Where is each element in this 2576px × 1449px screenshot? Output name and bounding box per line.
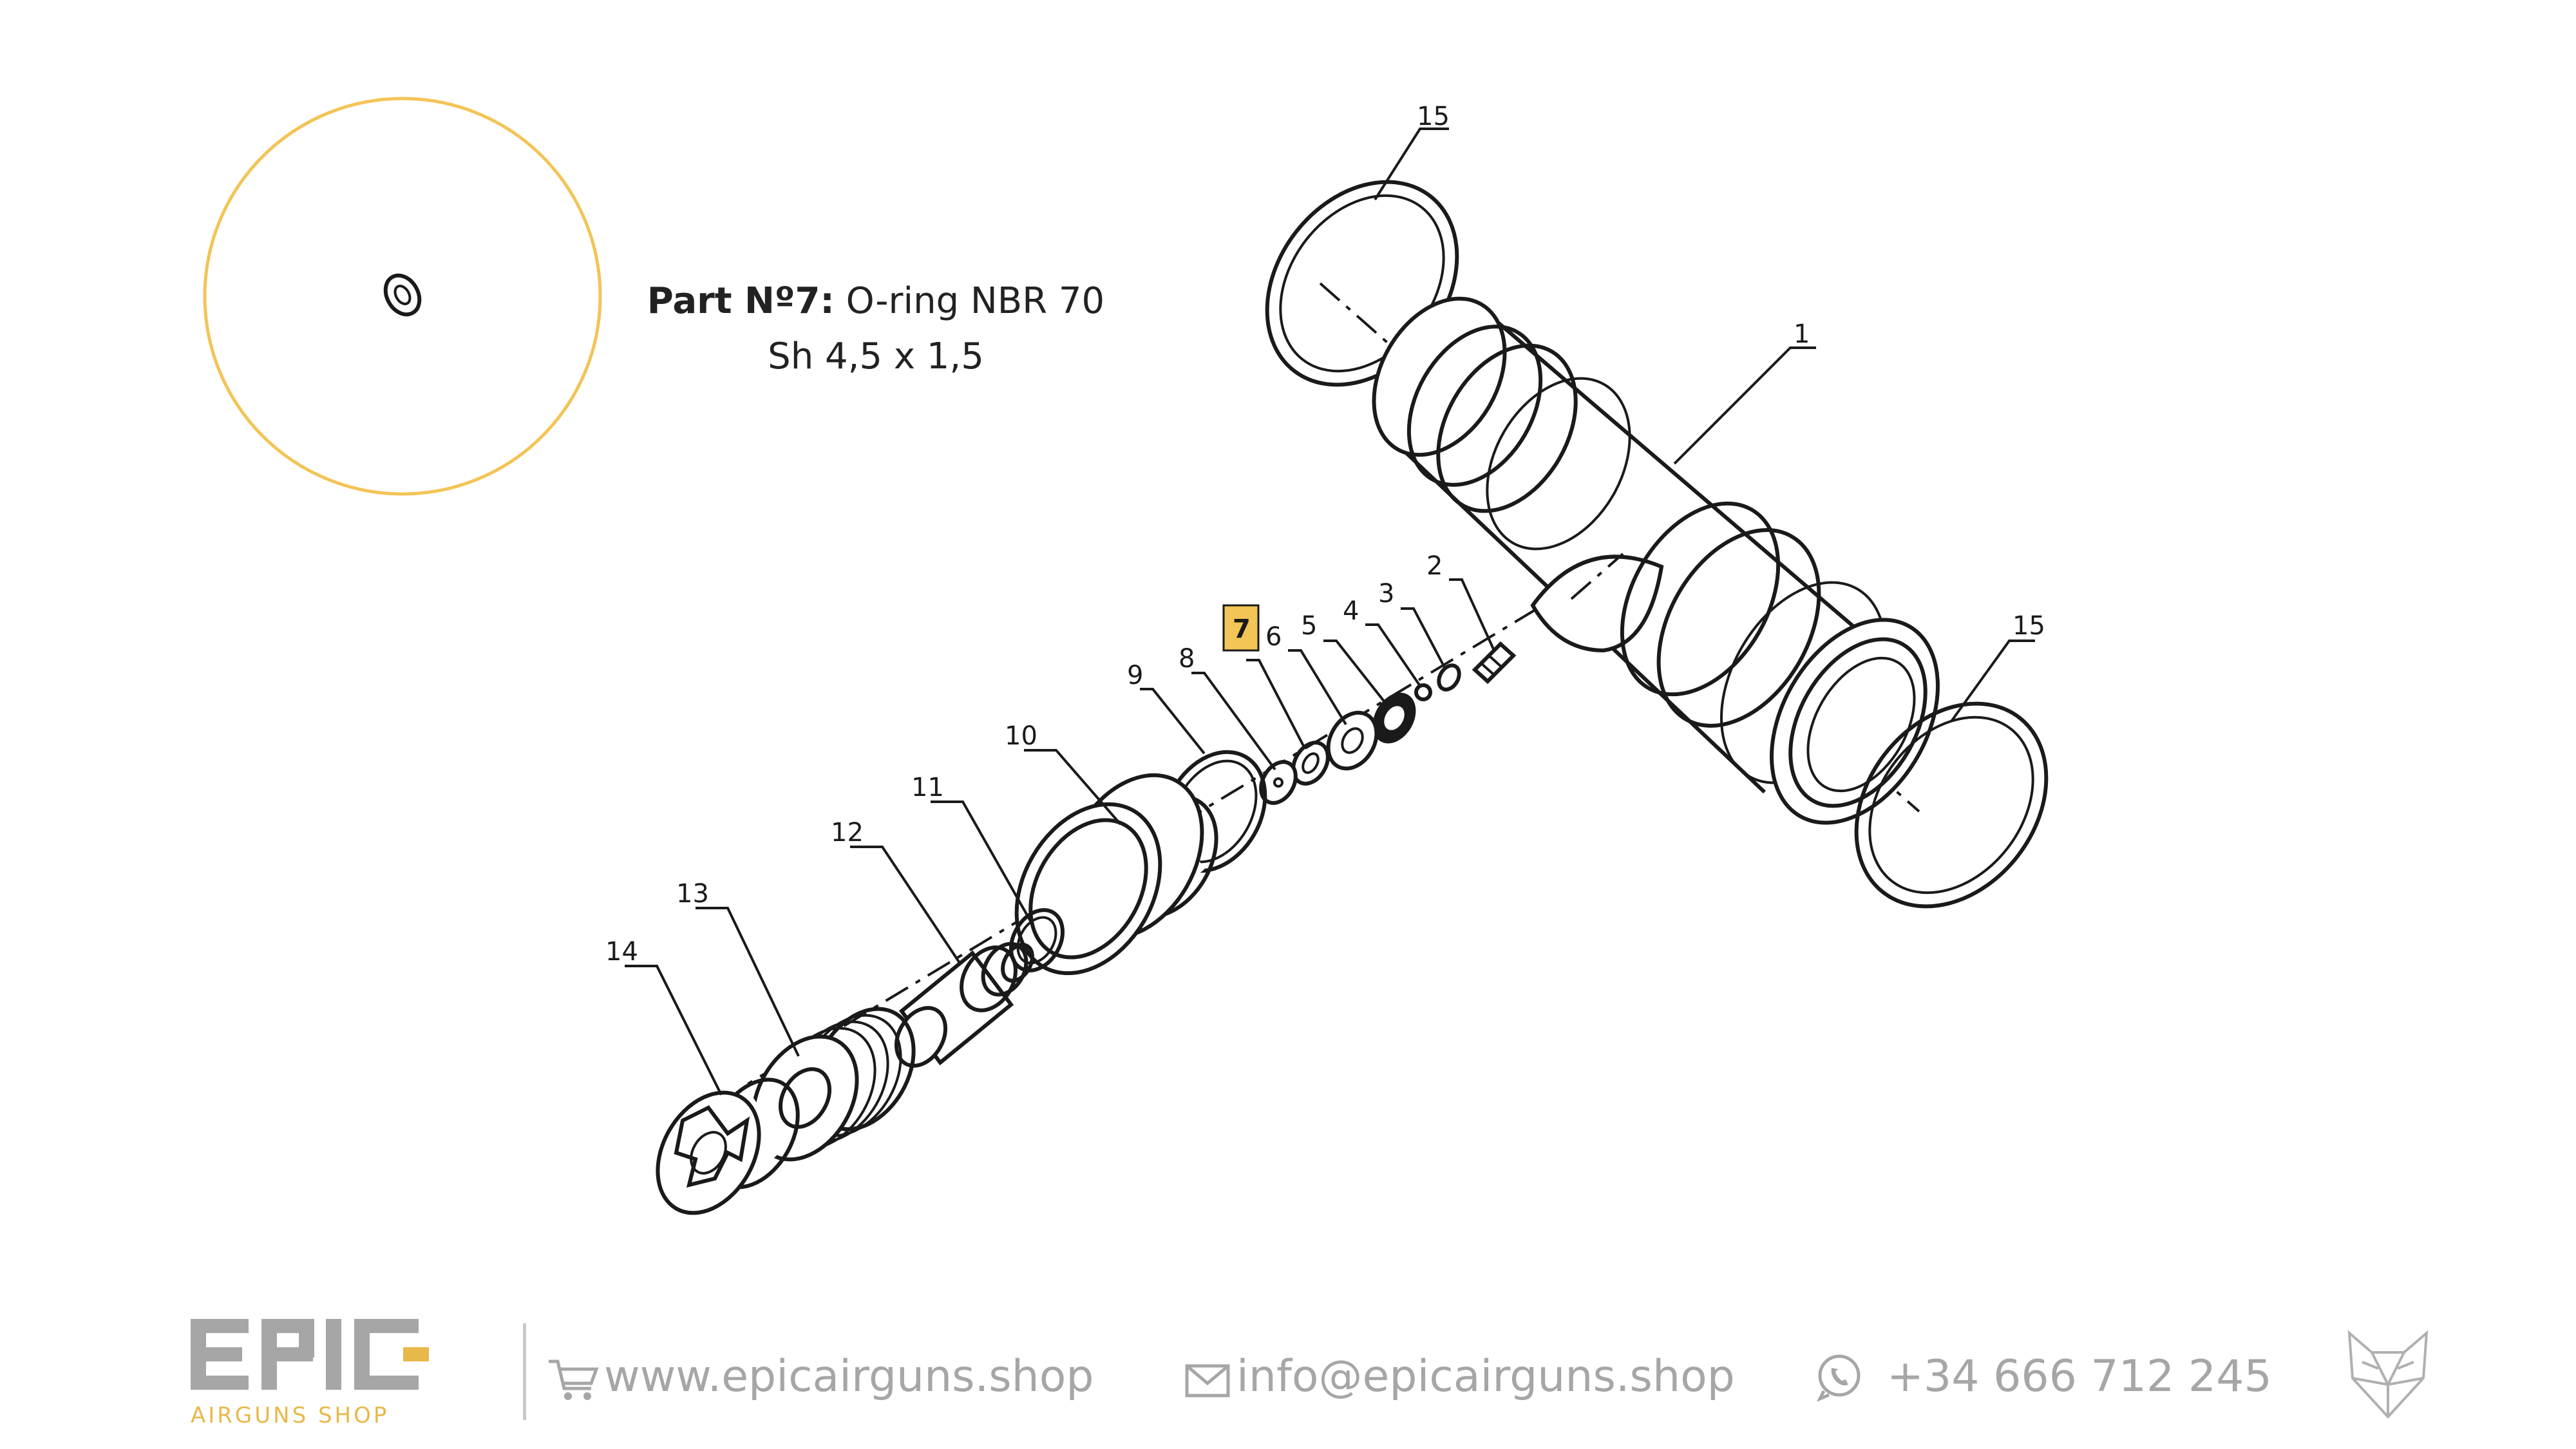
part-number-label: Part Nº7: — [647, 280, 835, 322]
callout-15-top: 15 — [1417, 102, 1450, 131]
brand-logo[interactable] — [191, 1314, 435, 1400]
callout-5: 5 — [1301, 611, 1317, 641]
leader-lines — [625, 128, 2035, 1095]
wolf-logo-icon — [2347, 1330, 2429, 1419]
mail-icon — [1185, 1364, 1230, 1397]
whatsapp-icon — [1817, 1354, 1861, 1401]
part-6-washer — [1326, 710, 1379, 771]
part-12-valve — [895, 942, 1034, 1068]
callout-11: 11 — [911, 773, 944, 802]
part-size: Sh 4,5 x 1,5 — [768, 336, 984, 377]
part-5-seal — [1372, 692, 1416, 744]
callout-1: 1 — [1794, 319, 1810, 349]
callout-2: 2 — [1426, 551, 1443, 581]
email-link[interactable]: info@epicairguns.shop — [1236, 1351, 1735, 1402]
callout-7: 7 — [1233, 614, 1251, 644]
brand-subtitle: AIRGUNS SHOP — [191, 1403, 390, 1428]
callout-15-bottom: 15 — [2012, 611, 2045, 641]
part-description: Part Nº7: O-ring NBR 70 Sh 4,5 x 1,5 — [644, 274, 1108, 384]
website-link[interactable]: www.epicairguns.shop — [604, 1351, 1094, 1402]
callout-14: 14 — [605, 937, 638, 967]
callout-3: 3 — [1378, 579, 1394, 609]
part-15-bottom-oring — [1854, 701, 2049, 909]
callout-10: 10 — [1005, 721, 1037, 751]
callout-13: 13 — [676, 879, 709, 909]
callout-12: 12 — [831, 818, 864, 848]
epic-logo-icon — [191, 1319, 429, 1390]
callout-labels: 15 1 2 3 4 5 6 7 8 9 10 11 12 13 14 15 — [605, 102, 2045, 967]
part-1-housing — [1372, 296, 1940, 825]
part-3-pin — [1437, 663, 1461, 692]
part-name: O-ring NBR 70 — [846, 280, 1105, 322]
callout-9: 9 — [1127, 661, 1143, 690]
phone-link[interactable]: +34 666 712 245 — [1887, 1351, 2272, 1402]
highlight-box-7 — [1222, 604, 1260, 652]
part-14-end-cap — [656, 1069, 800, 1215]
footer-divider — [523, 1323, 526, 1420]
part-8-disc — [1259, 760, 1298, 805]
magnifier-view — [203, 97, 602, 496]
part-7-oring — [1291, 741, 1330, 786]
part-10-nut — [1014, 773, 1218, 976]
callout-8: 8 — [1179, 644, 1195, 674]
callout-4: 4 — [1343, 596, 1359, 626]
cart-icon — [549, 1359, 599, 1400]
part-2-screw — [1472, 641, 1517, 685]
part-4-ball — [1414, 683, 1432, 701]
callout-6: 6 — [1265, 622, 1282, 652]
